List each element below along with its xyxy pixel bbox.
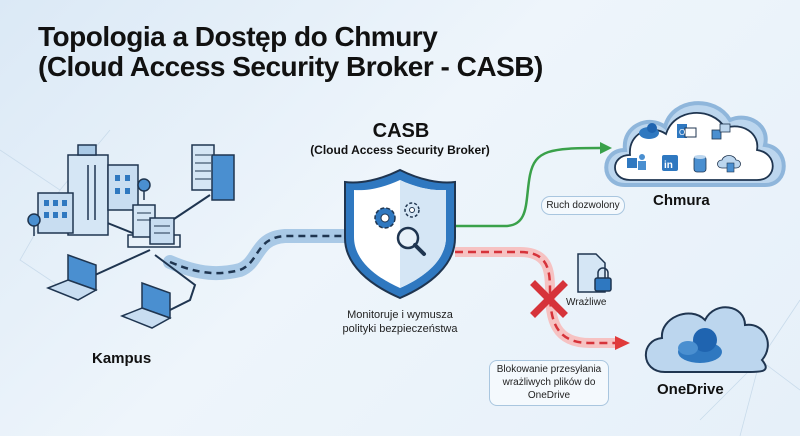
server-rack-icon (191, 144, 235, 201)
laptop-icon (119, 281, 172, 329)
cloud-apps: O in (627, 123, 741, 173)
casb-description-line-1: Monitoruje i wymusza (347, 309, 453, 321)
database-icon (693, 155, 707, 173)
blocked-note-line-1: Blokowanie przesyłania (496, 364, 602, 375)
arrow-head-icon (600, 142, 612, 154)
casb-description: Monitoruje i wymusza polityki bezpieczeń… (320, 308, 480, 336)
allowed-traffic-path (455, 142, 612, 228)
casb-full-name: (Cloud Access Security Broker) (310, 143, 490, 157)
arrow-head-icon (615, 336, 630, 350)
teams-icon (627, 154, 646, 170)
sensitive-file-label: Wrażliwe (566, 297, 607, 308)
gear-icon (404, 202, 420, 218)
campus-buildings-icon (27, 144, 151, 236)
laptop-icon (45, 253, 98, 301)
title-line-1: Topologia a Dostęp do Chmury (38, 21, 438, 52)
linkedin-icon: in (662, 155, 678, 171)
outlook-icon: O (677, 124, 697, 138)
gear-icon (374, 207, 396, 229)
onedrive-icon (639, 123, 659, 139)
onedrive-label: OneDrive (657, 381, 724, 398)
sharepoint-icon (711, 123, 731, 140)
campus-to-casb-path (163, 229, 367, 281)
blocked-note-bubble: Blokowanie przesyłania wrażliwych plików… (489, 360, 609, 406)
locked-file-icon (577, 253, 612, 293)
title-line-2: (Cloud Access Security Broker - CASB) (38, 51, 543, 82)
onedrive-cloud-icon (644, 306, 769, 373)
blocked-note-line-3: OneDrive (527, 390, 571, 401)
cloud-server-icon (717, 155, 741, 173)
svg-text:in: in (664, 160, 673, 171)
casb-shield-icon (344, 168, 456, 300)
svg-text:O: O (679, 128, 685, 137)
page-title: Topologia a Dostęp do Chmury (Cloud Acce… (38, 22, 543, 82)
cloud-label: Chmura (653, 192, 710, 209)
casb-label: CASB (372, 120, 430, 142)
blocked-traffic-path (455, 247, 630, 350)
network-switch-icon (127, 204, 181, 248)
blocked-note-line-2: wrażliwych plików do (502, 377, 596, 388)
casb-description-line-2: polityki bezpieczeństwa (342, 323, 458, 335)
cloud-icon (604, 101, 786, 187)
campus-label: Kampus (92, 350, 152, 367)
magnifier-icon (396, 226, 426, 256)
blocked-x-icon (530, 280, 568, 318)
allowed-traffic-bubble: Ruch dozwolony (541, 196, 625, 215)
